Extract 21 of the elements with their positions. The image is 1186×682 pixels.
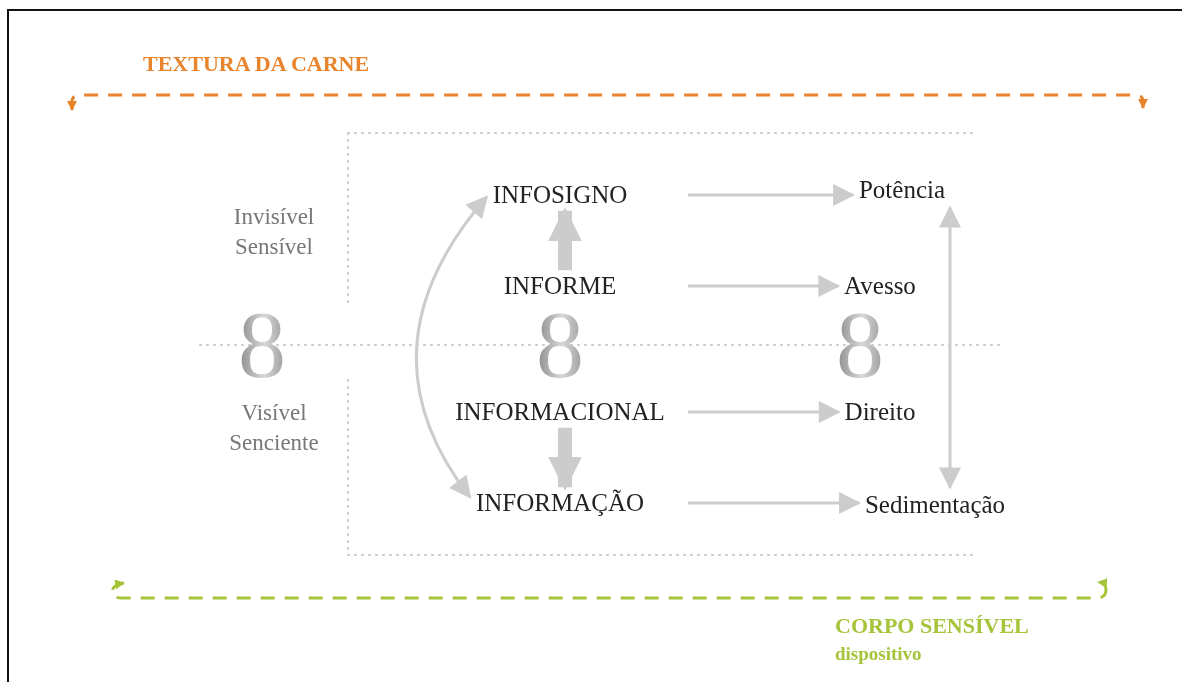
section-title: TEXTURA DA CARNE — [143, 50, 370, 78]
node-label: Avesso — [844, 272, 916, 300]
block-arrow — [548, 207, 582, 271]
node-label: Sedimentação — [864, 491, 1006, 519]
node-label: INFORMACIONAL — [455, 398, 665, 426]
node-label: Direito — [844, 398, 916, 426]
section-subtitle: dispositivo — [835, 642, 922, 666]
section-title: CORPO SENSÍVEL — [835, 612, 1029, 640]
block-arrow — [548, 427, 582, 491]
arrow — [688, 492, 862, 514]
arrow — [688, 184, 856, 206]
double-arrow — [415, 195, 488, 499]
node-label: INFOSIGNO — [492, 181, 628, 209]
node-label: INFORME — [503, 272, 617, 300]
arrow — [688, 275, 841, 297]
node-label: INFORMAÇÃO — [475, 489, 645, 517]
arrow — [688, 401, 841, 423]
side-label: Visível Senciente — [228, 399, 320, 457]
node-label: Potência — [858, 176, 946, 204]
side-label: Invisível Sensível — [232, 203, 316, 261]
double-arrow — [939, 205, 961, 490]
